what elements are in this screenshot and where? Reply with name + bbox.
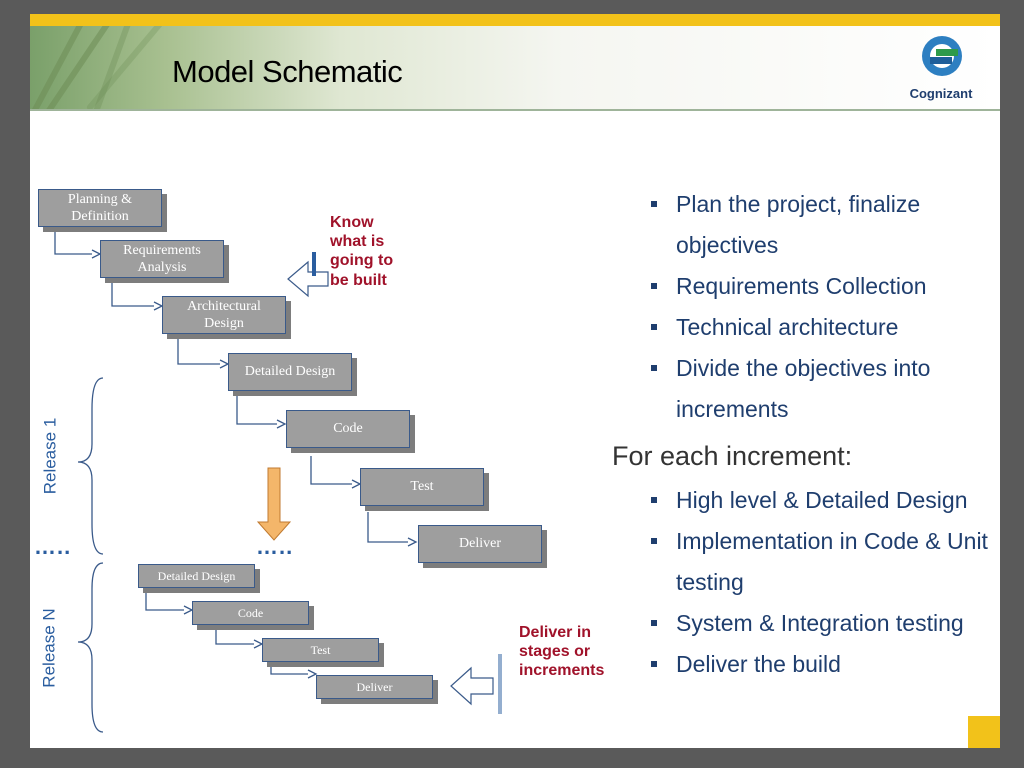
step-label: Requirements Analysis — [123, 242, 201, 276]
step-label: Architectural Design — [187, 298, 261, 332]
bullet-list: Plan the project, finalize objectives Re… — [612, 184, 997, 685]
for-each-increment-heading: For each increment: — [612, 441, 853, 471]
step-label: Code — [237, 605, 264, 620]
bullet-square-icon — [651, 201, 657, 207]
bullet-item: Divide the objectives into increments — [612, 348, 997, 430]
logo-text: Cognizant — [910, 86, 973, 101]
step-label: Detailed Design — [244, 364, 336, 380]
bullet-text: Divide the objectives into increments — [676, 355, 931, 422]
bullet-square-icon — [651, 283, 657, 289]
bullet-square-icon — [651, 538, 657, 544]
bullet-square-icon — [651, 324, 657, 330]
step-label: Test — [310, 642, 331, 657]
bullet-square-icon — [651, 497, 657, 503]
bullet-text: Technical architecture — [676, 314, 899, 340]
bullet-item: High level & Detailed Design — [612, 480, 997, 521]
step-label: Code — [333, 421, 363, 437]
step-architectural-design: Architectural Design — [162, 296, 286, 334]
bullet-item: Deliver the build — [612, 644, 997, 685]
callout-know-what-built: Know what is going to be built — [330, 214, 394, 289]
slide: Model Schematic Cognizant Plannin — [30, 14, 1000, 748]
step-label: Detailed Design — [157, 568, 236, 583]
stepn-test: Test — [262, 638, 379, 662]
bullet-text: Implementation in Code & Unit testing — [676, 528, 988, 595]
step-requirements-analysis: Requirements Analysis — [100, 240, 224, 278]
step-label: Deliver — [459, 536, 501, 552]
step-label: Deliver — [356, 679, 393, 694]
step-deliver: Deliver — [418, 525, 542, 563]
release-n-label: Release N — [39, 608, 59, 688]
release-1-label: Release 1 — [40, 417, 60, 495]
stepn-detailed-design: Detailed Design — [138, 564, 255, 588]
step-test: Test — [360, 468, 484, 506]
stepn-code: Code — [192, 601, 309, 625]
slide-title: Model Schematic — [172, 54, 403, 89]
bullet-item: Plan the project, finalize objectives — [612, 184, 997, 266]
bullet-text: System & Integration testing — [676, 610, 964, 636]
ellipsis-right: ….. — [256, 534, 294, 559]
bullet-text: High level & Detailed Design — [676, 487, 968, 513]
bullet-item: Requirements Collection — [612, 266, 997, 307]
ellipsis-left: ….. — [34, 534, 72, 559]
stepn-deliver: Deliver — [316, 675, 433, 699]
bullet-item: Technical architecture — [612, 307, 997, 348]
bullet-text: Plan the project, finalize objectives — [676, 191, 921, 258]
bullet-square-icon — [651, 620, 657, 626]
step-label: Planning & Definition — [67, 191, 133, 225]
step-planning-definition: Planning & Definition — [38, 189, 162, 227]
corner-accent — [968, 716, 1000, 748]
bullet-text: Deliver the build — [676, 651, 841, 677]
callout-deliver-stages: Deliver in stages or increments — [519, 624, 605, 680]
top-accent-bar — [30, 14, 1000, 26]
step-code: Code — [286, 410, 410, 448]
bullet-item: System & Integration testing — [612, 603, 997, 644]
cognizant-logo-icon: Cognizant — [910, 36, 973, 101]
header-banner — [30, 26, 1000, 110]
bullet-text: Requirements Collection — [676, 273, 927, 299]
bullet-item: Implementation in Code & Unit testing — [612, 521, 997, 603]
step-label: Test — [410, 479, 434, 495]
banner-divider — [30, 109, 1000, 111]
bullet-square-icon — [651, 661, 657, 667]
flow-connectors — [54, 224, 502, 733]
step-detailed-design: Detailed Design — [228, 353, 352, 391]
bullet-square-icon — [651, 365, 657, 371]
